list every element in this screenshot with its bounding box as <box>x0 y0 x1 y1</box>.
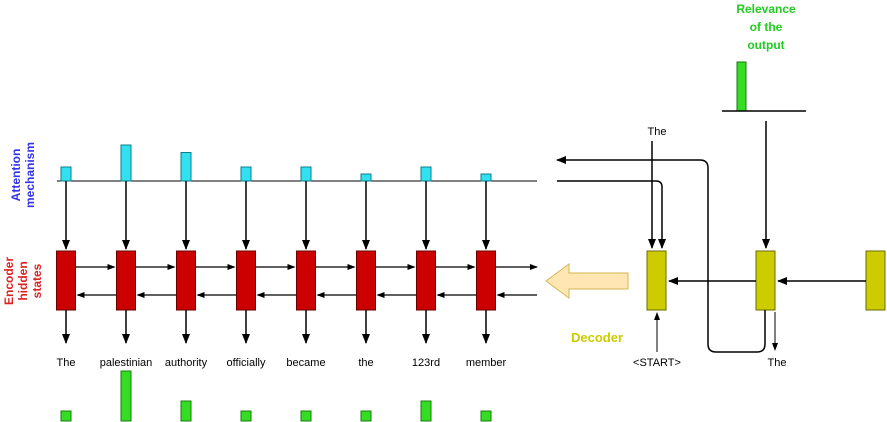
relevance-bar-2 <box>120 370 132 422</box>
decoder-top-word: The <box>648 126 667 138</box>
start-token: <START> <box>633 357 681 369</box>
attention-bar-8 <box>480 173 492 182</box>
attention-bar-4 <box>240 166 252 182</box>
attention-bar-2 <box>120 144 132 182</box>
encoder-columns: The palestinian authority officially became t… <box>56 144 507 422</box>
attention-bar-6 <box>360 173 372 182</box>
encoder-state-7 <box>416 250 436 311</box>
hollow-arrow <box>545 263 629 299</box>
encoder-state-5 <box>296 250 316 311</box>
encoder-word-3: authority <box>165 357 208 369</box>
context-arrow-loop <box>557 180 666 249</box>
encoder-word-2: palestinian <box>100 357 153 369</box>
encoder-word-8: member <box>466 357 507 369</box>
encoder-state-1 <box>56 250 76 311</box>
encoder-state-3 <box>176 250 196 311</box>
encoder-state-8 <box>476 250 496 311</box>
attention-bar-5 <box>300 166 312 182</box>
relevance-bar-5 <box>300 410 312 422</box>
relevance-label-line3: output <box>747 38 784 52</box>
attention-bar-1 <box>60 166 72 182</box>
decoder-relevance-bar <box>736 61 747 112</box>
decoder-feedback-loop <box>707 249 766 353</box>
attention-label-line1: Attention <box>9 149 23 202</box>
relevance-bar-7 <box>420 400 432 422</box>
relevance-bar-4 <box>240 410 252 422</box>
encoder-word-1: The <box>57 357 76 369</box>
attention-bar-7 <box>420 166 432 182</box>
decoder-output-word: The <box>768 357 787 369</box>
encoder-word-4: officially <box>227 357 266 369</box>
relevance-bar-6 <box>360 410 372 422</box>
encoder-state-4 <box>236 250 256 311</box>
encoder-recurrent-arrows <box>75 264 538 298</box>
decoder-input-box <box>865 250 886 311</box>
relevance-bar-3 <box>180 400 192 422</box>
attention-label-line2: mechanism <box>23 142 37 208</box>
encoder-label-line2: hidden <box>16 261 30 300</box>
encoder-label-line1: Encoder <box>2 257 16 305</box>
encoder-state-6 <box>356 250 376 311</box>
relevance-bar-8 <box>480 410 492 422</box>
decoder-box-1 <box>646 250 667 311</box>
encoder-word-6: the <box>358 357 373 369</box>
context-arrow-top <box>556 156 709 249</box>
relevance-bar-1 <box>60 410 72 422</box>
encoder-label-line3: states <box>30 263 44 298</box>
decoder-box-2 <box>755 250 776 311</box>
encoder-word-5: became <box>286 357 325 369</box>
encoder-word-7: 123rd <box>412 357 440 369</box>
attention-bar-3 <box>180 152 192 182</box>
relevance-label-line1: Relevance <box>736 2 796 16</box>
decoder-label: Decoder <box>571 330 623 345</box>
relevance-label-line2: of the <box>750 20 783 34</box>
encoder-state-2 <box>116 250 136 311</box>
